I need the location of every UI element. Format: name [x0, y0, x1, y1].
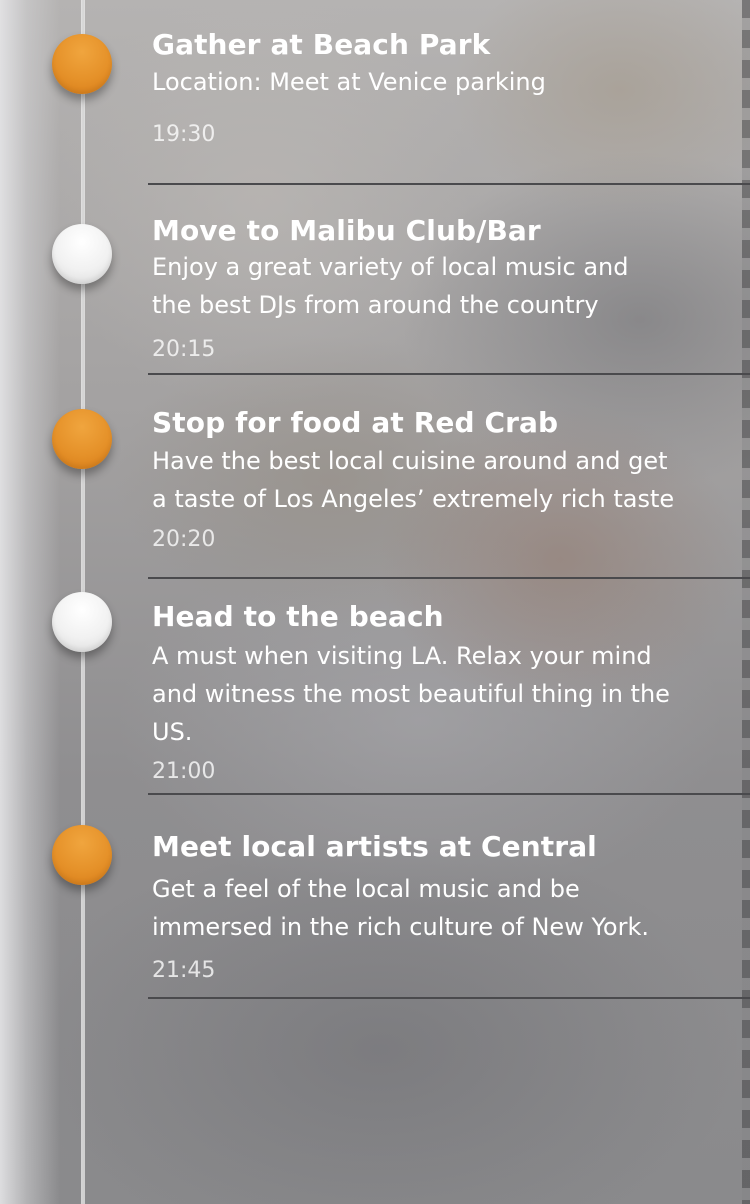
- status-dot-completed: [52, 825, 112, 885]
- event-description: Location: Meet at Venice parking: [152, 68, 546, 96]
- item-divider: [148, 577, 750, 579]
- item-divider: [148, 373, 750, 375]
- item-divider: [148, 183, 750, 185]
- event-description: Enjoy a great variety of local music and…: [152, 253, 629, 319]
- event-title: Gather at Beach Park: [152, 28, 491, 61]
- item-divider: [148, 793, 750, 795]
- event-title: Head to the beach: [152, 600, 444, 633]
- event-time: 20:20: [152, 527, 216, 552]
- event-description: Get a feel of the local music and be imm…: [152, 875, 650, 941]
- event-time: 21:00: [152, 759, 216, 784]
- event-time: 19:30: [152, 122, 216, 147]
- status-dot-pending: [52, 224, 112, 284]
- right-edge-shadow: [742, 0, 750, 1204]
- event-time: 20:15: [152, 337, 216, 362]
- event-description: Have the best local cuisine around and g…: [152, 447, 675, 513]
- status-dot-pending: [52, 592, 112, 652]
- event-description: A must when visiting LA. Relax your mind…: [152, 642, 670, 746]
- status-dot-completed: [52, 409, 112, 469]
- event-time: 21:45: [152, 958, 216, 983]
- item-divider: [148, 997, 750, 999]
- status-dot-completed: [52, 34, 112, 94]
- event-title: Meet local artists at Central: [152, 830, 597, 863]
- event-title: Move to Malibu Club/Bar: [152, 214, 541, 247]
- left-edge-glow: [0, 0, 60, 1204]
- event-title: Stop for food at Red Crab: [152, 406, 559, 439]
